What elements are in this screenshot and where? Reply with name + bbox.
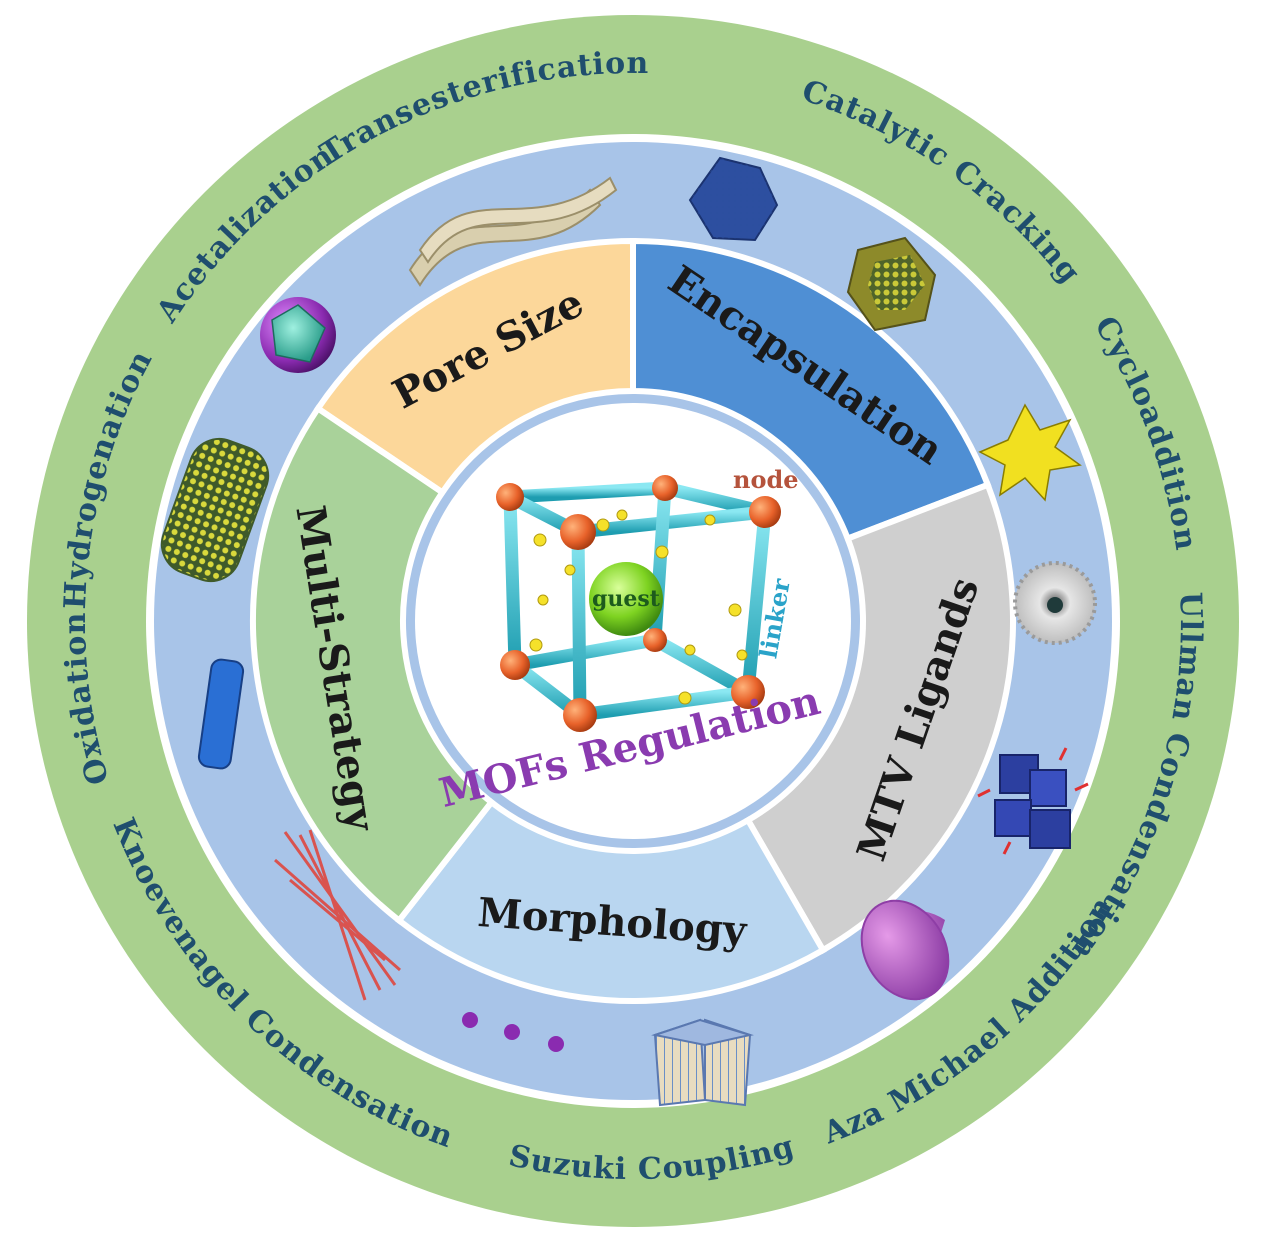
nanotube-structure [160,437,270,583]
nanorods-structure [274,829,401,1001]
mof-cube-illustration: guest node linker [496,465,799,732]
segment-multi-strategy [250,404,496,925]
cluster-assembly-structure [977,747,1089,855]
guest-sphere [589,562,663,636]
segment-pore-size [313,237,636,497]
node-label: node [733,465,799,494]
star-polyhedron-structure [978,403,1082,502]
core-shell-sphere-structure [260,297,336,373]
nanosheet-structure [408,176,618,287]
segment-encapsulation [630,237,992,543]
segment-mtv-ligands [743,480,1016,955]
hemisphere-structure [860,899,950,1001]
guest-label: guest [592,586,661,612]
segment-morphology [394,798,828,1004]
small-rod-structure [197,658,245,770]
ellipsis-dots [462,1012,564,1052]
hexagonal-crystal-structure [688,156,779,242]
node-spheres [496,475,781,732]
core-shell-crystal-structure [846,236,937,332]
hollow-sphere-structure [1013,561,1097,645]
lamellar-stack-structure [651,1018,754,1107]
